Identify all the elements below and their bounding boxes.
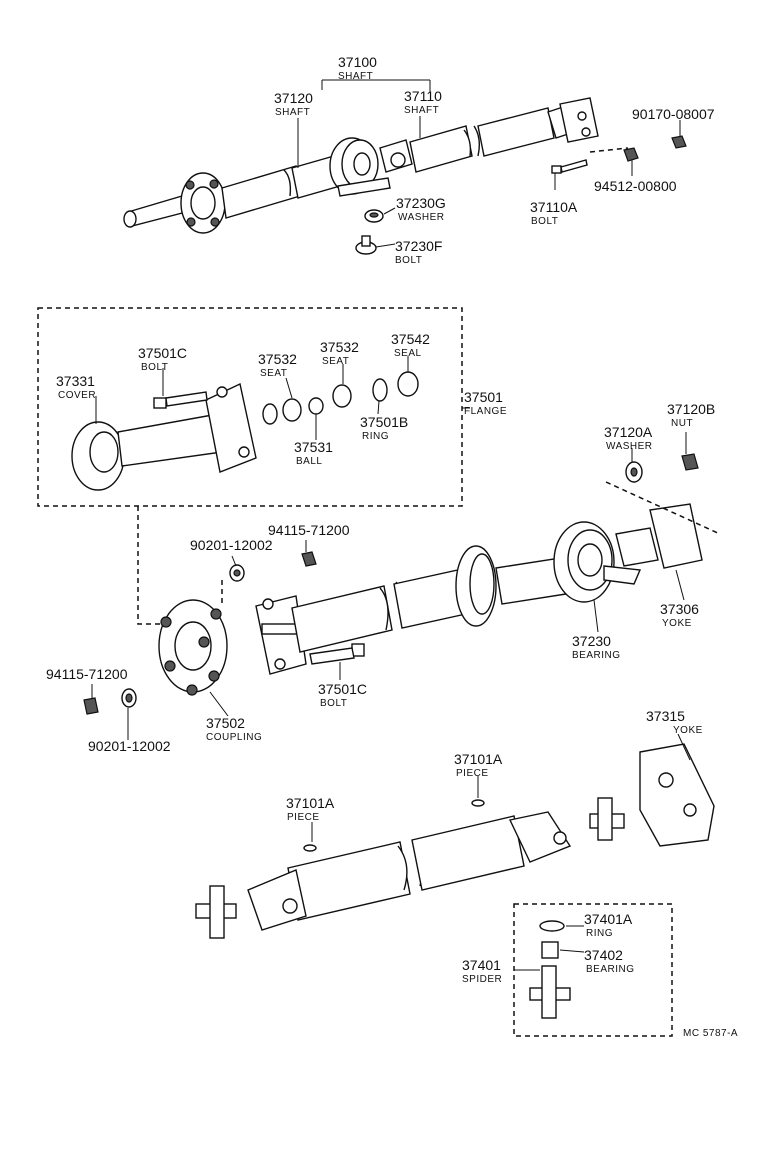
callout-37542-name: SEAL [394,348,422,359]
callout-37501-name: FLANGE [464,406,507,417]
callout-37306-number: 37306 [660,601,699,617]
callout-37402-name: BEARING [586,964,635,975]
callout-37100-name: SHAFT [338,71,373,82]
callout-37120B-number: 37120B [667,401,715,417]
callout-37501C-upper-number: 37501C [138,345,187,361]
callout-94115-lower-number: 94115-71200 [46,666,128,682]
callout-37501C-upper-name: BOLT [141,362,168,373]
callout-37531-number: 37531 [294,439,333,455]
callout-90201-lower-number: 90201-12002 [88,738,171,754]
callout-37230-name: BEARING [572,650,621,661]
callout-37532-right-name: SEAT [322,356,349,367]
callout-37401-number: 37401 [462,957,501,973]
callout-37315-number: 37315 [646,708,685,724]
callout-37306-name: YOKE [662,618,692,629]
callout-37110-number: 37110 [404,88,442,104]
callout-37532-left-name: SEAT [260,368,287,379]
callout-37501-number: 37501 [464,389,503,405]
callout-94115-upper-number: 94115-71200 [268,522,350,538]
callout-37101A-upper-number: 37101A [454,751,503,767]
callout-37230F-number: 37230F [395,238,442,254]
callout-37101A-upper-name: PIECE [456,768,489,779]
callout-labels: 37100 SHAFT 37120 SHAFT 37110 SHAFT 9017… [46,54,738,1039]
callout-37110A-name: BOLT [531,216,558,227]
callout-37315-name: YOKE [673,725,703,736]
callout-37531-name: BALL [296,456,322,467]
callout-37331-name: COVER [58,390,96,401]
callout-37101A-lower-number: 37101A [286,795,335,811]
callout-90201-upper-number: 90201-12002 [190,537,273,553]
callout-37230F-name: BOLT [395,255,422,266]
callout-37401A-name: RING [586,928,613,939]
callout-37401-name: SPIDER [462,974,502,985]
callout-37230G-name: WASHER [398,212,445,223]
figure-code: MC 5787-A [683,1028,738,1039]
callout-37120A-number: 37120A [604,424,653,440]
callout-37532-right-number: 37532 [320,339,359,355]
callout-37542-number: 37542 [391,331,430,347]
callout-37120-name: SHAFT [275,107,310,118]
callout-90170-number: 90170-08007 [632,106,715,122]
callout-37120A-name: WASHER [606,441,653,452]
flange-subassembly [37,307,470,507]
callout-37501B-name: RING [362,431,389,442]
callout-37230G-number: 37230G [396,195,446,211]
callout-37101A-lower-name: PIECE [287,812,320,823]
lower-shaft-assembly [195,733,715,1037]
callout-37100-number: 37100 [338,54,377,70]
callout-37401A-number: 37401A [584,911,633,927]
callout-37502-number: 37502 [206,715,245,731]
callout-37120B-name: NUT [671,418,693,429]
middle-shaft-assembly [83,432,721,740]
callout-37110-name: SHAFT [404,105,439,116]
upper-shaft-assembly [123,79,687,255]
callout-37110A-number: 37110A [530,199,578,215]
callout-37331-number: 37331 [56,373,95,389]
callout-37501C-lower-name: BOLT [320,698,347,709]
callout-37230-number: 37230 [572,633,611,649]
callout-37120-number: 37120 [274,90,313,106]
callout-37501B-number: 37501B [360,414,408,430]
callout-37501C-lower-number: 37501C [318,681,367,697]
callout-37532-left-number: 37532 [258,351,297,367]
callout-94512-number: 94512-00800 [594,178,677,194]
callout-37502-name: COUPLING [206,732,262,743]
callout-37402-number: 37402 [584,947,623,963]
